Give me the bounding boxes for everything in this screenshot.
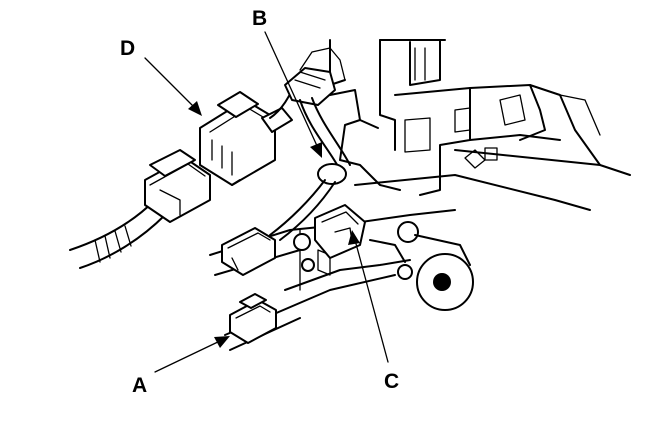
connector-d [199, 91, 293, 186]
leader-b [264, 31, 322, 158]
harness-b [269, 67, 351, 241]
sub-connector [221, 227, 276, 276]
leader-c [348, 230, 389, 363]
callout-label-b: B [252, 7, 267, 30]
main-harness [69, 199, 166, 269]
left-connector [144, 149, 211, 223]
callout-label-d: D [120, 37, 135, 60]
mounting-rail [209, 209, 474, 351]
leader-a [154, 336, 230, 373]
callout-label-a: A [132, 374, 147, 397]
frame-structure [299, 39, 631, 211]
connector-a [229, 293, 277, 344]
leader-d [144, 57, 202, 116]
callout-label-c: C [384, 370, 399, 393]
